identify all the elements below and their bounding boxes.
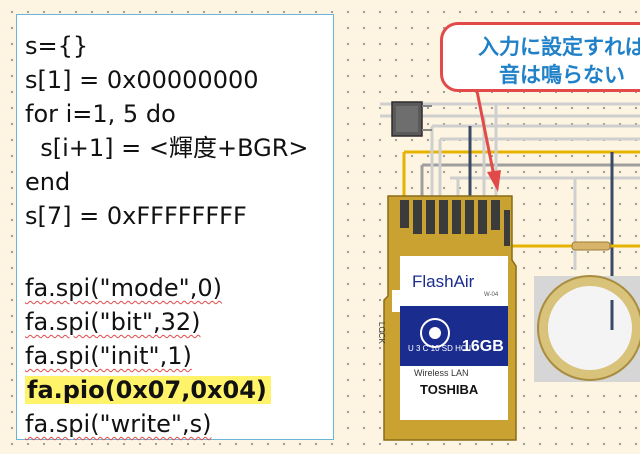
sd-capacity: 16GB: [462, 338, 504, 355]
sd-wireless: Wireless LAN: [414, 368, 469, 378]
callout-line-1: 入力に設定すれば: [478, 35, 640, 59]
code-line-4: s[i+1] = <輝度+BGR>: [25, 134, 309, 162]
code-line-9: fa.spi("bit",32): [25, 308, 201, 336]
switch-component: [391, 101, 432, 137]
code-line-10: fa.spi("init",1): [25, 342, 192, 370]
code-panel: s={} s[1] = 0x00000000 for i=1, 5 do s[i…: [16, 14, 334, 440]
sd-brand: FlashAir: [412, 272, 475, 291]
resistor: [571, 241, 611, 251]
sd-card: [383, 195, 517, 441]
sd-model: W-04: [484, 292, 499, 298]
code-line-2: s[1] = 0x00000000: [25, 66, 259, 94]
code-line-3: for i=1, 5 do: [25, 100, 176, 128]
code-line-11: fa.pio(0x07,0x04): [25, 375, 271, 405]
piezo-buzzer: [534, 275, 640, 382]
code-line-8: fa.spi("mode",0): [25, 274, 222, 302]
sd-contacts: [400, 200, 510, 246]
callout-line-2: 音は鳴らない: [499, 63, 625, 87]
code-line-5: end: [25, 168, 71, 196]
code-line-6: s[7] = 0xFFFFFFFF: [25, 202, 247, 230]
code-line-12: fa.spi("write",s): [25, 410, 212, 438]
highlighted-pio-call: fa.pio(0x07,0x04): [25, 376, 271, 404]
sd-maker: TOSHIBA: [420, 382, 479, 397]
callout-arrow: [474, 85, 501, 192]
sd-class-marks: U 3 C 10 SD HC I: [408, 344, 472, 353]
code-line-1: s={}: [25, 32, 89, 60]
sd-lock: LOCK: [377, 322, 386, 344]
callout-bubble: 入力に設定すれば 音は鳴らない: [440, 22, 640, 92]
